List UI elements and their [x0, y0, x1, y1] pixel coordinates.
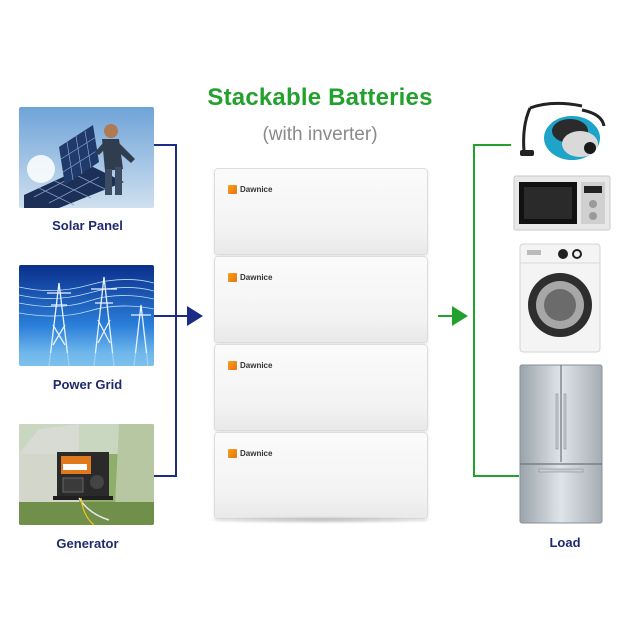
brand-mark-icon — [228, 273, 237, 282]
source-label-generator: Generator — [56, 536, 119, 551]
brand-logo: Dawnice — [228, 361, 272, 370]
vacuum-cleaner-icon — [512, 96, 612, 166]
brand-logo: Dawnice — [228, 185, 272, 194]
output-wire-fridge — [473, 475, 519, 477]
generator-image — [19, 424, 154, 525]
battery-module-4: Dawnice — [214, 432, 428, 519]
input-wire-grid — [154, 315, 176, 317]
brand-name: Dawnice — [240, 185, 273, 194]
output-arrow-shaft — [438, 315, 454, 317]
battery-module-2: Dawnice — [214, 256, 428, 343]
input-bus-line — [175, 144, 177, 477]
washing-machine-icon — [519, 243, 601, 353]
brand-mark-icon — [228, 449, 237, 458]
input-arrow-shaft — [176, 315, 188, 317]
battery-module-3: Dawnice — [214, 344, 428, 431]
output-wire-vacuum — [473, 144, 511, 146]
source-label-power-grid: Power Grid — [52, 377, 123, 392]
brand-name: Dawnice — [240, 361, 273, 370]
brand-logo: Dawnice — [228, 273, 272, 282]
solar-panel-image — [19, 107, 154, 208]
brand-logo: Dawnice — [228, 449, 272, 458]
input-wire-solar — [154, 144, 176, 146]
brand-name: Dawnice — [240, 273, 273, 282]
source-label-solar-panel: Solar Panel — [52, 218, 123, 233]
brand-mark-icon — [228, 361, 237, 370]
output-bus-line — [473, 144, 475, 477]
output-arrow-icon — [452, 306, 468, 326]
input-wire-generator — [154, 475, 176, 477]
brand-mark-icon — [228, 185, 237, 194]
input-arrow-icon — [187, 306, 203, 326]
diagram-title: Stackable Batteries — [207, 84, 433, 111]
refrigerator-icon — [519, 364, 603, 524]
brand-name: Dawnice — [240, 449, 273, 458]
power-grid-image — [19, 265, 154, 366]
diagram-subtitle: (with inverter) — [262, 124, 378, 145]
microwave-icon — [512, 172, 612, 234]
battery-shadow — [200, 516, 442, 524]
battery-module-1: Dawnice — [214, 168, 428, 255]
load-label: Load — [549, 535, 581, 550]
